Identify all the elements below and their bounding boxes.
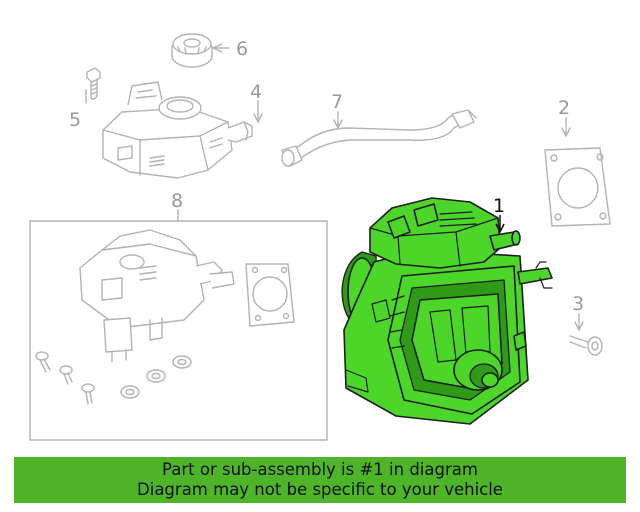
callout-8-label: 8: [171, 190, 183, 212]
callout-1-label: 1: [493, 195, 505, 217]
gasket-part: [544, 147, 611, 227]
notice-banner: Part or sub-assembly is #1 in diagram Di…: [14, 457, 626, 503]
stud-part: [569, 335, 603, 356]
reservoir-cap-part: [171, 33, 213, 68]
brake-booster-part: [341, 197, 553, 425]
master-cylinder-group: [29, 209, 328, 441]
callout-4-label: 4: [250, 81, 262, 103]
parts-diagram: 6 5 4 7: [29, 33, 611, 441]
bolt-part: [86, 67, 101, 100]
reservoir-part: [102, 81, 253, 179]
callout-6-label: 6: [236, 38, 248, 60]
vacuum-hose-part: [281, 109, 477, 167]
callout-3-label: 3: [572, 293, 584, 315]
callout-2-label: 2: [558, 97, 570, 119]
notice-line-2: Diagram may not be specific to your vehi…: [137, 480, 503, 499]
callout-7-label: 7: [331, 91, 343, 113]
callout-5-label: 5: [69, 109, 81, 131]
notice-line-1: Part or sub-assembly is #1 in diagram: [162, 460, 478, 479]
